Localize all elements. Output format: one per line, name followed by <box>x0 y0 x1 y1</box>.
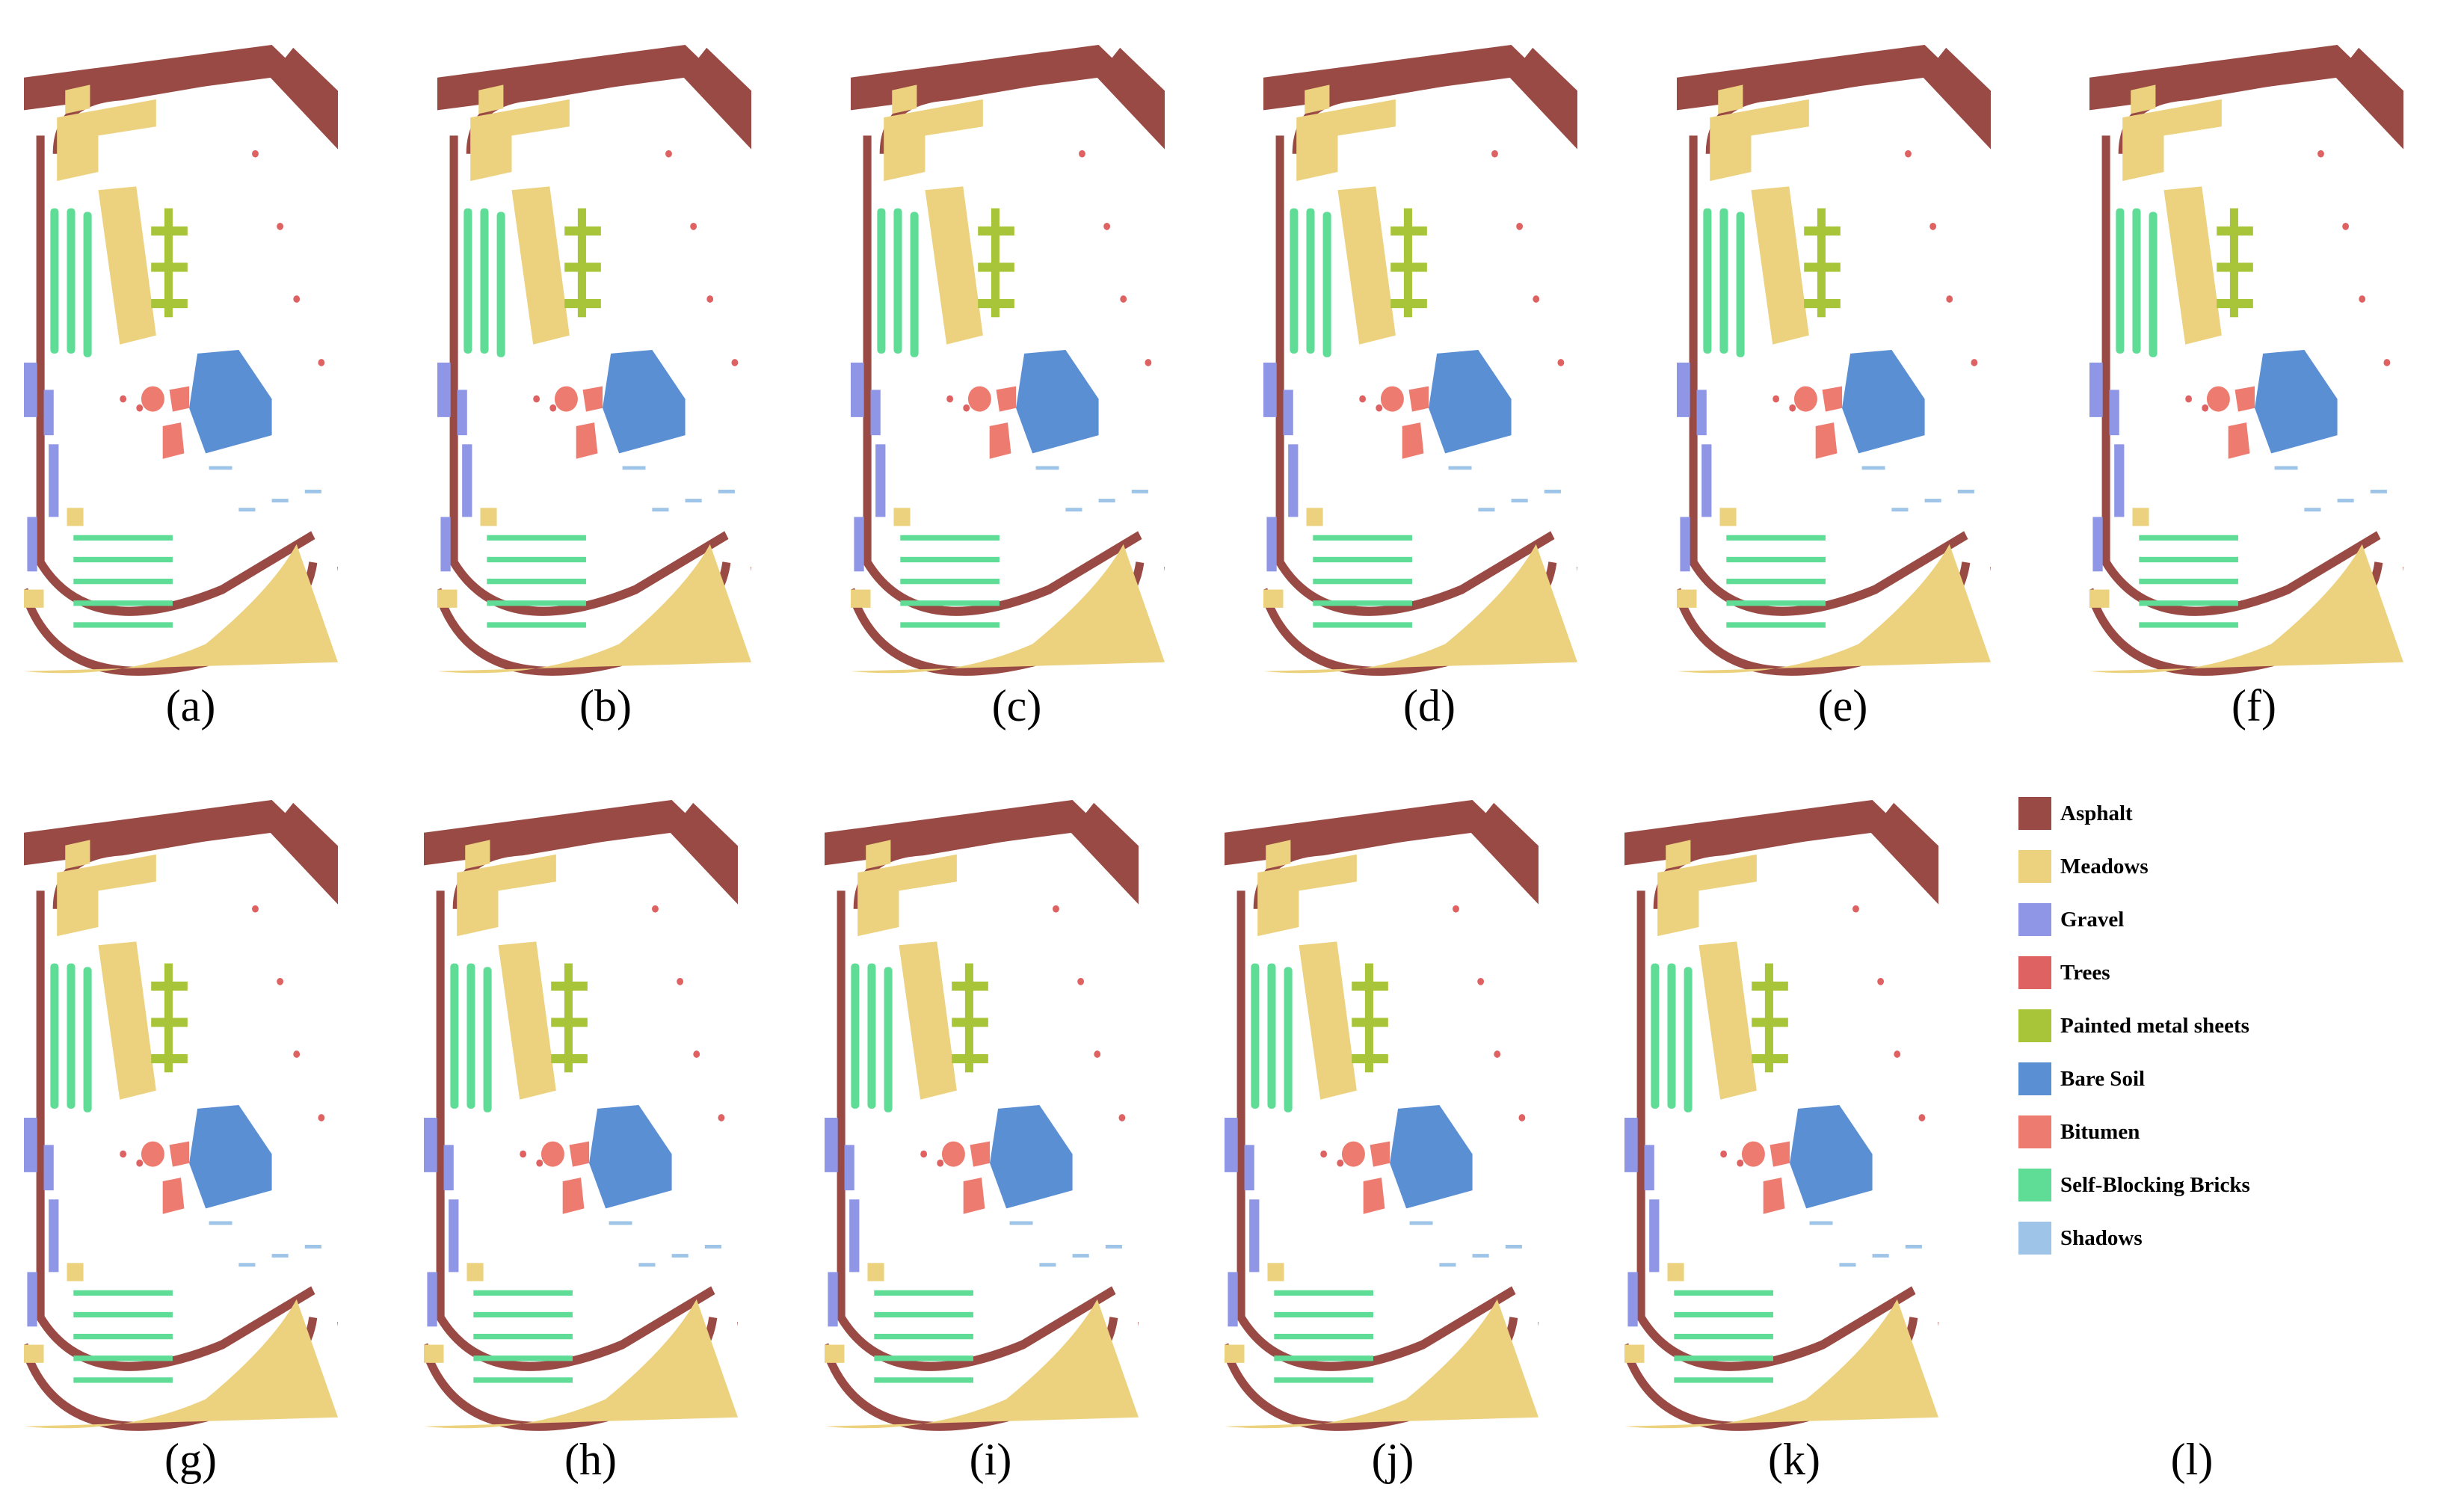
classification-map-e <box>1677 45 1991 680</box>
classification-map-i <box>825 800 1139 1435</box>
panel-label-a: (a) <box>165 681 216 730</box>
map-panel-k <box>1624 800 1938 1435</box>
legend-label: Shadows <box>2060 1225 2143 1250</box>
legend-item-meadows: Meadows <box>2018 849 2149 884</box>
panel-label-f: (f) <box>2232 681 2276 730</box>
legend-swatch <box>2018 956 2051 989</box>
legend-item-asphalt: Asphalt <box>2018 796 2133 831</box>
legend-item-self-blocking-bricks: Self-Blocking Bricks <box>2018 1168 2250 1202</box>
legend-swatch <box>2018 1009 2051 1042</box>
legend-item-shadows: Shadows <box>2018 1221 2143 1255</box>
legend-swatch <box>2018 797 2051 830</box>
map-panel-c <box>851 45 1165 680</box>
classification-map-g <box>24 800 338 1435</box>
panel-label-b: (b) <box>579 681 632 730</box>
legend-item-trees: Trees <box>2018 955 2110 990</box>
legend-label: Bare Soil <box>2060 1066 2146 1091</box>
legend-swatch <box>2018 1169 2051 1201</box>
map-panel-b <box>437 45 751 680</box>
legend-item-painted-metal-sheets: Painted metal sheets <box>2018 1009 2249 1043</box>
panel-label-d: (d) <box>1403 681 1456 730</box>
map-panel-e <box>1677 45 1991 680</box>
legend-item-bitumen: Bitumen <box>2018 1115 2140 1149</box>
panel-label-c: (c) <box>991 681 1042 730</box>
classification-map-d <box>1263 45 1577 680</box>
panel-label-e: (e) <box>1817 681 1868 730</box>
classification-map-b <box>437 45 751 680</box>
panel-label-k: (k) <box>1768 1435 1820 1484</box>
classification-map-f <box>2089 45 2403 680</box>
map-panel-h <box>424 800 738 1435</box>
panel-label-h: (h) <box>564 1435 617 1484</box>
map-panel-j <box>1225 800 1539 1435</box>
map-panel-d <box>1263 45 1577 680</box>
classification-map-a <box>24 45 338 680</box>
panel-label-i: (i) <box>969 1435 1012 1484</box>
legend-item-gravel: Gravel <box>2018 902 2124 937</box>
legend-label: Trees <box>2060 960 2110 985</box>
classification-map-j <box>1225 800 1539 1435</box>
legend-swatch <box>2018 850 2051 883</box>
legend-item-bare-soil: Bare Soil <box>2018 1062 2145 1096</box>
legend-swatch <box>2018 1222 2051 1255</box>
legend-label: Asphalt <box>2060 801 2133 825</box>
map-panel-g <box>24 800 338 1435</box>
panel-label-g: (g) <box>164 1435 217 1484</box>
legend-label: Meadows <box>2060 854 2149 878</box>
legend-label: Self-Blocking Bricks <box>2060 1172 2250 1197</box>
panel-label-j: (j) <box>1371 1435 1414 1484</box>
legend-label: Painted metal sheets <box>2060 1013 2249 1038</box>
legend-label: Gravel <box>2060 907 2125 932</box>
classification-map-h <box>424 800 738 1435</box>
map-panel-i <box>825 800 1139 1435</box>
legend-label: Bitumen <box>2060 1119 2140 1144</box>
map-panel-a <box>24 45 338 680</box>
panel-label-l: (l) <box>2170 1435 2214 1484</box>
classification-map-k <box>1624 800 1938 1435</box>
map-panel-f <box>2089 45 2403 680</box>
legend-swatch <box>2018 1062 2051 1095</box>
legend-swatch <box>2018 1115 2051 1148</box>
classification-map-c <box>851 45 1165 680</box>
legend-swatch <box>2018 903 2051 936</box>
